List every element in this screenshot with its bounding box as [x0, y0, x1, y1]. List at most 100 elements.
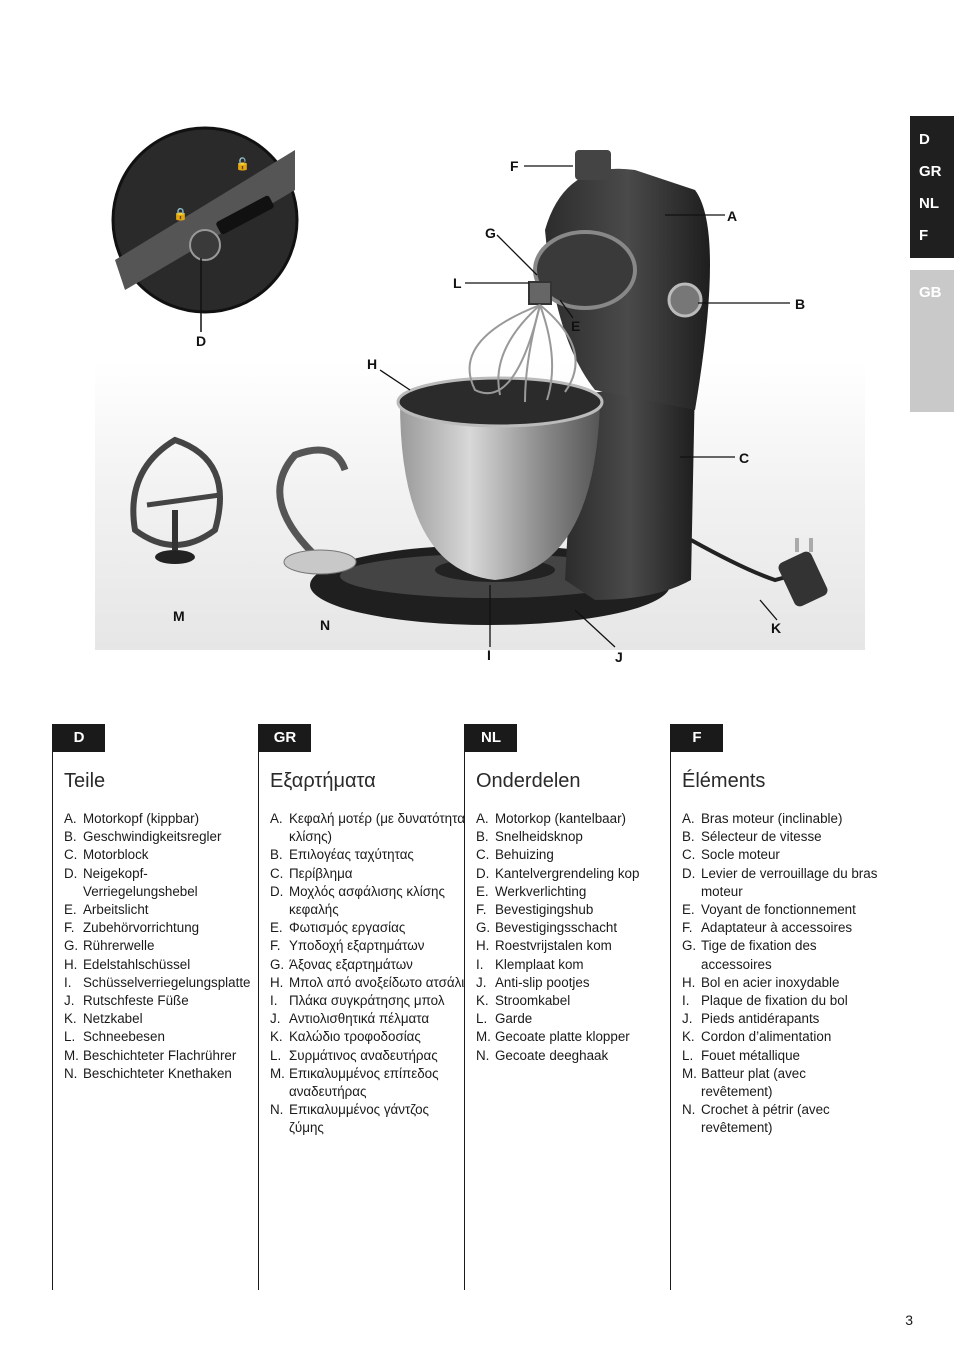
list-item: J.Rutschfeste Füße [64, 993, 189, 1009]
list-item: B.Geschwindigkeitsregler [64, 829, 222, 845]
list-item: I.Schüsselverriegelungsplatte [64, 974, 251, 990]
callout-g: G [485, 225, 496, 241]
parts-list: A.Bras moteur (inclinable) B.Sélecteur d… [682, 810, 878, 1138]
callout-k: K [771, 620, 782, 636]
parts-list: A.Motorkopf (kippbar) B.Geschwindigkeits… [64, 810, 260, 1083]
callout-i: I [487, 647, 491, 663]
callout-n: N [320, 617, 331, 633]
page-number: 3 [905, 1312, 913, 1328]
language-tab[interactable]: D [919, 131, 930, 148]
inactive-language-group: GB [910, 270, 954, 412]
list-item: A.Motorkopf (kippbar) [64, 811, 200, 826]
list-item: K.Καλώδιο τροφοδοσίας [270, 1029, 421, 1045]
language-badge: GR [259, 724, 311, 752]
svg-text:🔓: 🔓 [235, 157, 250, 171]
list-item: B.Sélecteur de vitesse [682, 829, 822, 845]
list-item: L.Garde [476, 1011, 533, 1027]
list-item: J.Anti-slip pootjes [476, 974, 590, 990]
language-tabs: D GR NL F GB [910, 116, 954, 412]
lock-lever-zoom: 🔓 🔒 [111, 126, 299, 314]
list-item: G.Tige de fixation des accessoires [682, 938, 817, 972]
list-item: G.Rührerwelle [64, 938, 155, 954]
list-item: J.Pieds antidérapants [682, 1011, 820, 1027]
callout-f: F [510, 158, 519, 174]
list-item: B.Επιλογέας ταχύτητας [270, 847, 414, 863]
callout-c: C [739, 450, 750, 466]
list-item: C.Socle moteur [682, 847, 780, 863]
callout-d: D [196, 333, 207, 349]
language-badge: F [671, 724, 723, 752]
section-heading: Éléments [682, 770, 766, 792]
list-item: C.Περίβλημα [270, 865, 353, 881]
list-item: M.Gecoate platte klopper [476, 1029, 630, 1045]
callout-a: A [727, 208, 738, 224]
parts-column-nl: NL Onderdelen A.Motorkop (kantelbaar) B.… [464, 724, 670, 1290]
list-item: L.Schneebesen [64, 1029, 165, 1045]
callout-m: M [173, 608, 185, 624]
list-item: H.Roestvrijstalen kom [476, 938, 612, 954]
wire-whisk [468, 281, 577, 403]
flat-beater [130, 436, 223, 564]
list-item: J.Αντιολισθητικά πέλματα [270, 1011, 430, 1027]
list-item: D.Neigekopf-Verriegelungshebel [64, 865, 198, 899]
callout-e: E [571, 318, 581, 334]
list-item: E.Voyant de fonctionnement [682, 902, 856, 918]
list-item: D.Kantelvergrendeling kop [476, 865, 640, 881]
callout-b: B [795, 296, 806, 312]
list-item: D.Levier de verrouillage du bras moteur [682, 865, 878, 899]
mixer-drawing: 🔓 🔒 [95, 126, 865, 650]
list-item: N.Crochet à pétrir (avec revêtement) [682, 1102, 830, 1136]
language-badge: NL [465, 724, 517, 752]
list-item: M.Batteur plat (avec revêtement) [682, 1065, 806, 1100]
list-item: H.Μπολ από ανοξείδωτο ατσάλι [270, 974, 465, 990]
list-item: K.Stroomkabel [476, 993, 571, 1009]
list-item: H.Edelstahlschüssel [64, 956, 191, 972]
list-item: K.Cordon d’alimentation [682, 1029, 832, 1045]
list-item: A.Motorkop (kantelbaar) [476, 811, 626, 826]
section-heading: Εξαρτήματα [270, 770, 376, 792]
list-item: B.Snelheidsknop [476, 829, 583, 845]
list-item: G.Άξονας εξαρτημάτων [270, 956, 413, 972]
language-tab[interactable]: F [919, 227, 929, 244]
parts-column-f: F Éléments A.Bras moteur (inclinable) B.… [670, 724, 878, 1290]
list-item: L.Συρμάτινος αναδευτήρας [270, 1047, 438, 1063]
language-tab[interactable]: NL [919, 195, 939, 212]
list-item: N.Gecoate deeghaak [476, 1047, 609, 1063]
language-tab[interactable]: GR [919, 163, 942, 180]
svg-text:🔒: 🔒 [173, 207, 188, 221]
list-item: C.Behuizing [476, 847, 554, 863]
callout-lines [379, 165, 790, 648]
list-item: K.Netzkabel [64, 1011, 143, 1027]
language-badge: D [53, 724, 105, 752]
list-item: E.Arbeitslicht [64, 902, 149, 918]
list-item: F.Bevestigingshub [476, 902, 594, 918]
stand-mixer-illustration: 🔓 🔒 [95, 110, 865, 670]
language-tab-gb[interactable]: GB [919, 284, 942, 301]
list-item: N.Beschichteter Knethaken [64, 1065, 232, 1081]
list-item: F.Adaptateur à accessoires [682, 920, 853, 936]
list-item: C.Motorblock [64, 847, 149, 863]
list-item: F.Zubehörvorrichtung [64, 920, 200, 936]
section-heading: Onderdelen [476, 770, 581, 792]
list-item: I.Klemplaat kom [476, 956, 584, 972]
parts-list: A.Motorkop (kantelbaar) B.Snelheidsknop … [476, 810, 672, 1065]
mixing-bowl [396, 376, 604, 580]
list-item: N.Επικαλυμμένος γάντζος ζύμης [270, 1102, 429, 1136]
list-item: E.Werkverlichting [476, 883, 587, 899]
list-item: A.Κεφαλή μοτέρ (με δυνατότητα κλίσης) [270, 811, 465, 845]
list-item: D.Μοχλός ασφάλισης κλίσης κεφαλής [270, 883, 445, 918]
callout-h: H [367, 356, 378, 372]
section-heading: Teile [64, 770, 106, 792]
motor-head [533, 150, 710, 410]
parts-column-d: D Teile A.Motorkopf (kippbar) B.Geschwin… [52, 724, 258, 1290]
list-item: M.Επικαλυμμένος επίπεδος αναδευτήρας [270, 1065, 439, 1100]
active-language-group: D GR NL F [910, 116, 954, 258]
list-item: E.Φωτισμός εργασίας [270, 920, 406, 936]
list-item: A.Bras moteur (inclinable) [682, 811, 843, 826]
parts-column-gr: GR Εξαρτήματα A.Κεφαλή μοτέρ (με δυνατότ… [258, 724, 465, 1290]
list-item: L.Fouet métallique [682, 1047, 800, 1063]
power-cord [690, 538, 828, 607]
list-item: F.Υποδοχή εξαρτημάτων [270, 938, 425, 954]
callout-j: J [615, 649, 623, 665]
callout-l: L [453, 275, 462, 291]
